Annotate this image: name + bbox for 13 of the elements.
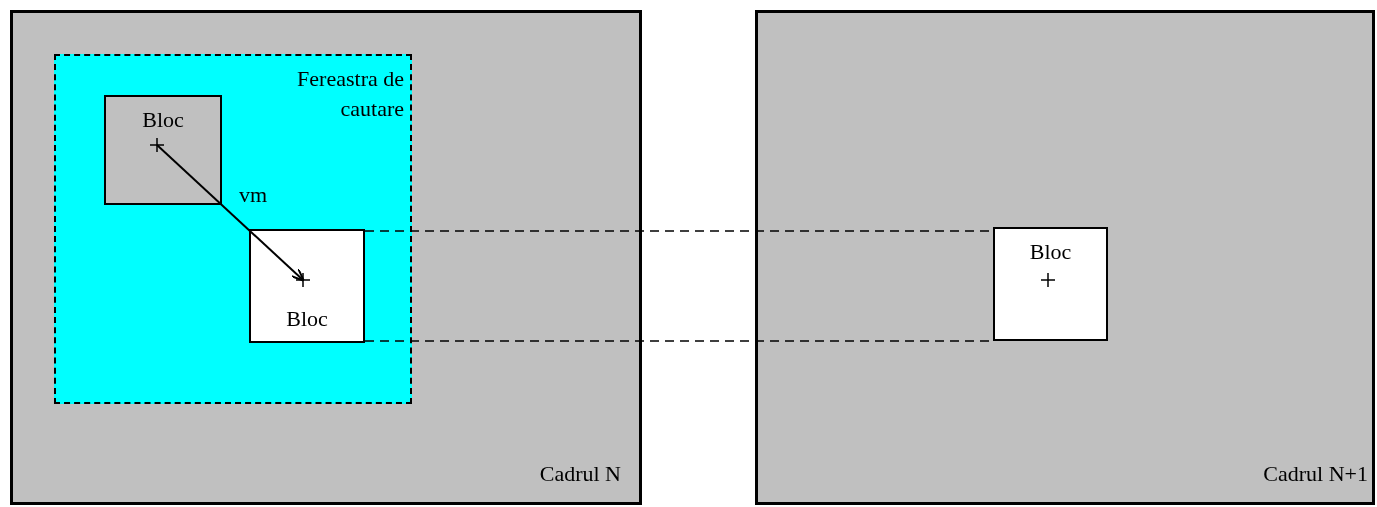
node-label: Cadrul N+1 [1263, 460, 1368, 488]
block-box [104, 95, 222, 205]
node-label: Fereastra de cautare [296, 65, 404, 123]
node-label: Bloc [285, 305, 329, 333]
block-box [249, 229, 365, 343]
node-label: Bloc [1028, 238, 1073, 266]
block-box [993, 227, 1108, 341]
search-window [54, 54, 412, 404]
arrow [156, 144, 305, 282]
frame-panel [10, 10, 642, 505]
node-label: Bloc [141, 106, 185, 134]
frame-panel [755, 10, 1375, 505]
node-label: Cadrul N [539, 460, 621, 488]
